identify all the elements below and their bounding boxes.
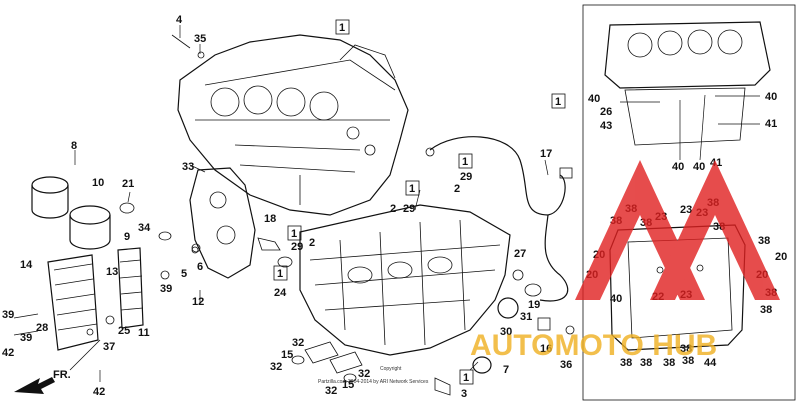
callout-40: 40: [765, 91, 777, 103]
copyright-line-1: Copyright: [380, 366, 402, 372]
callout-1-box: 1: [291, 228, 297, 240]
callout-32: 32: [325, 385, 337, 397]
watermark-text: AUTOMOTO HUB: [470, 329, 717, 362]
callout-24: 24: [274, 287, 287, 299]
callout-1-box: 1: [409, 183, 415, 195]
callout-5: 5: [181, 268, 187, 280]
plug-15b: [329, 351, 363, 374]
callout-1-box: 1: [462, 156, 468, 168]
callout-12: 12: [192, 296, 204, 308]
callout-23: 23: [680, 204, 692, 216]
lower-crankcase: [299, 204, 511, 356]
dowel-pin: [197, 51, 205, 59]
callout-38: 38: [620, 357, 632, 369]
callout-38: 38: [680, 343, 692, 355]
callout-43: 43: [600, 120, 612, 132]
callout-40: 40: [610, 293, 622, 305]
callout-6: 6: [197, 261, 203, 273]
callout-7: 7: [503, 364, 509, 376]
callout-39: 39: [160, 283, 172, 295]
callout-15: 15: [281, 349, 293, 361]
callout-10: 10: [92, 177, 104, 189]
callout-35: 35: [194, 33, 206, 45]
callout-32: 32: [292, 337, 304, 349]
callout-38: 38: [640, 357, 652, 369]
front-arrow: FR.: [14, 369, 71, 394]
callout-28: 28: [36, 322, 48, 334]
watermark-logo: AUTOMOTO HUB: [470, 160, 780, 362]
callout-44: 44: [704, 357, 717, 369]
callout-16: 16: [540, 343, 552, 355]
callout-29: 29: [291, 241, 303, 253]
sensor-wire-lower: [539, 214, 569, 302]
callout-27: 27: [514, 248, 526, 260]
callout-21: 21: [122, 178, 134, 190]
o-ring-34: [158, 231, 172, 241]
callout-9: 9: [124, 231, 130, 243]
fitting-21: [119, 202, 135, 214]
callout-32: 32: [270, 361, 282, 373]
sensor-wire: [429, 136, 566, 216]
callout-30: 30: [500, 326, 512, 338]
callout-29: 29: [403, 203, 415, 215]
callout-37: 37: [103, 341, 115, 353]
callout-42: 42: [93, 386, 105, 398]
upper-crankcase: [177, 34, 409, 216]
callout-40: 40: [588, 93, 600, 105]
callout-39: 39: [20, 332, 32, 344]
callout-40: 40: [693, 161, 705, 173]
plug-18: [257, 237, 281, 251]
callout-25: 25: [118, 325, 130, 337]
callout-26: 26: [600, 106, 612, 118]
plug-15a: [304, 341, 339, 364]
cap-7: [472, 356, 492, 374]
callout-4: 4: [176, 14, 183, 26]
callout-42: 42: [2, 347, 14, 359]
callout-36: 36: [560, 359, 572, 371]
callout-31: 31: [520, 311, 532, 323]
callout-2: 2: [390, 203, 396, 215]
callout-19: 19: [528, 299, 540, 311]
callout-1-box: 1: [463, 372, 469, 384]
callout-32: 32: [358, 368, 370, 380]
callout-38: 38: [760, 304, 772, 316]
callout-38: 38: [758, 235, 770, 247]
callout-2: 2: [309, 237, 315, 249]
callout-38: 38: [663, 357, 675, 369]
callout-41: 41: [765, 118, 777, 130]
copyright-line-2: Partzilla.com 2004-2014 by ARI Network S…: [318, 379, 429, 385]
callout-18: 18: [264, 213, 276, 225]
detail-panel-frame: [582, 4, 796, 401]
oil-cooler: [47, 247, 144, 351]
callout-8: 8: [71, 140, 77, 152]
callout-13: 13: [106, 266, 118, 278]
callout-20: 20: [775, 251, 787, 263]
oil-pump-cover: [189, 167, 256, 279]
callout-34: 34: [138, 222, 151, 234]
cylinder-block-detail: [604, 21, 771, 146]
callout-11: 11: [138, 327, 150, 339]
stud-bolt: [171, 34, 191, 49]
oil-filter: [31, 176, 111, 250]
fr-label: FR.: [53, 369, 71, 381]
callout-2: 2: [454, 183, 460, 195]
callout-1-box: 1: [339, 22, 345, 34]
callout-38: 38: [682, 355, 694, 367]
callout-39: 39: [2, 309, 14, 321]
callout-14: 14: [20, 259, 33, 271]
callout-40: 40: [672, 161, 684, 173]
callout-3: 3: [461, 388, 467, 400]
callout-1-box: 1: [555, 96, 561, 108]
callout-15: 15: [342, 379, 354, 391]
callout-29: 29: [460, 171, 472, 183]
washer-24: [277, 256, 293, 268]
callout-17: 17: [540, 148, 552, 160]
callout-1-box: 1: [277, 268, 283, 280]
callout-33: 33: [182, 161, 194, 173]
